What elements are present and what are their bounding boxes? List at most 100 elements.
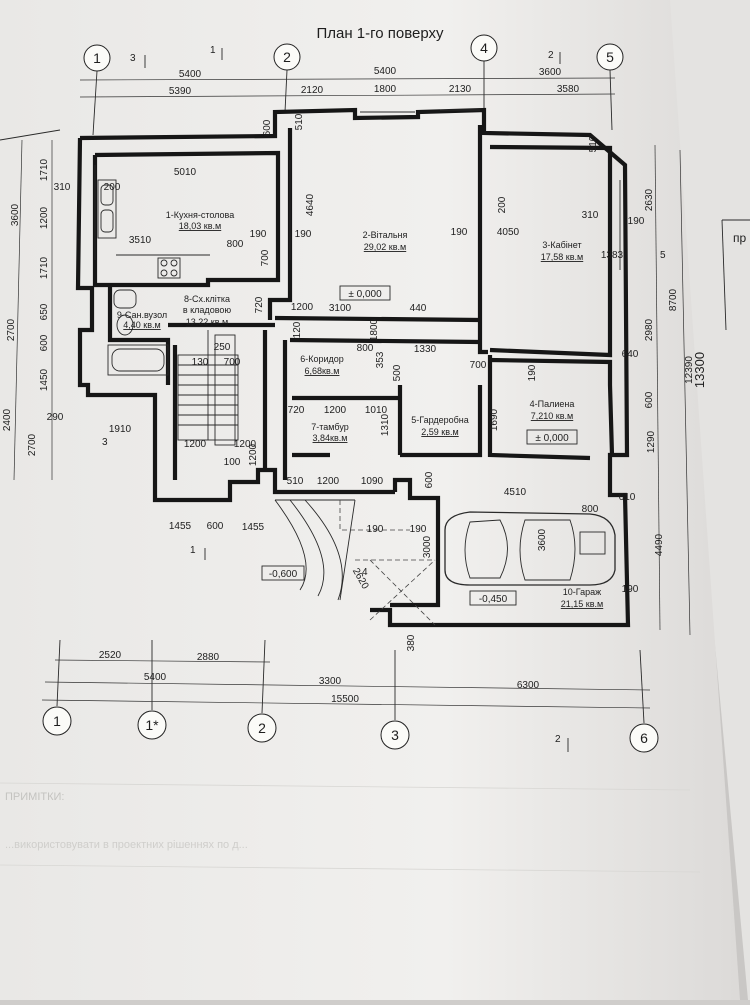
inner-dimension-label: 290 bbox=[47, 412, 64, 423]
notes-label: ПРИМІТКИ: bbox=[5, 791, 64, 803]
svg-text:4: 4 bbox=[362, 567, 368, 578]
svg-text:6,68кв.м: 6,68кв.м bbox=[305, 366, 340, 376]
notes-text: ...використовувати в проектних рішеннях … bbox=[5, 839, 248, 851]
axis-bottom-1star: 1* bbox=[137, 710, 167, 740]
inner-dimension-label: 720 bbox=[288, 405, 305, 416]
svg-text:5390: 5390 bbox=[169, 86, 192, 97]
inner-dimension-label: 250 bbox=[214, 342, 231, 353]
svg-text:2130: 2130 bbox=[449, 84, 472, 95]
section-marks: 3 1 2 5 3 1 4 2 bbox=[102, 45, 666, 752]
svg-text:3-Кабінет: 3-Кабінет bbox=[542, 240, 581, 250]
svg-text:2,59 кв.м: 2,59 кв.м bbox=[421, 427, 458, 437]
inner-dimension-label: 600 bbox=[262, 119, 273, 136]
interior-walls bbox=[92, 125, 615, 480]
inner-dimension-label: 1090 bbox=[361, 476, 384, 487]
inner-dimension-label: 353 bbox=[375, 351, 386, 368]
axis-top-2: 2 bbox=[273, 43, 301, 71]
inner-dimension-label: 5010 bbox=[174, 167, 197, 178]
room-stairwell: 8-Сх.клітка в кладовою 13,22 кв.м bbox=[183, 294, 232, 327]
frame-line bbox=[0, 129, 61, 141]
inner-dimension-label: 1200 bbox=[324, 405, 347, 416]
svg-text:7-тамбур: 7-тамбур bbox=[311, 422, 348, 432]
svg-text:1710: 1710 bbox=[39, 256, 50, 279]
inner-dimension-label: 1383 bbox=[601, 250, 624, 261]
inner-dimension-label: 100 bbox=[224, 457, 241, 468]
svg-text:1-Кухня-столова: 1-Кухня-столова bbox=[166, 210, 234, 220]
svg-text:3600: 3600 bbox=[10, 203, 21, 226]
inner-dimension-label: 190 bbox=[622, 584, 639, 595]
svg-text:5400: 5400 bbox=[144, 672, 167, 683]
axis-bottom-1: 1 bbox=[42, 706, 72, 736]
axis-bottom-6: 6 bbox=[629, 723, 659, 753]
inner-dimension-label: 700 bbox=[470, 360, 487, 371]
margin-text: пр bbox=[733, 231, 746, 245]
svg-text:2: 2 bbox=[555, 734, 561, 745]
svg-text:4,40 кв.м: 4,40 кв.м bbox=[123, 320, 160, 330]
inner-dimension-label: 190 bbox=[451, 227, 468, 238]
inner-dimension-label: 3000 bbox=[422, 535, 433, 558]
axis-bottom-3: 3 bbox=[380, 720, 410, 750]
window-marks bbox=[94, 109, 621, 270]
svg-text:2: 2 bbox=[548, 50, 554, 61]
svg-text:1800: 1800 bbox=[374, 84, 397, 95]
svg-text:18,03 кв.м: 18,03 кв.м bbox=[179, 221, 221, 231]
room-boiler: 4-Палиена 7,210 кв.м bbox=[530, 399, 575, 421]
svg-text:2520: 2520 bbox=[99, 650, 122, 661]
svg-text:-0,600: -0,600 bbox=[269, 569, 298, 580]
svg-text:8700: 8700 bbox=[668, 288, 679, 311]
inner-dimension-label: 1800 bbox=[369, 318, 380, 341]
svg-text:1: 1 bbox=[190, 545, 196, 556]
svg-text:29,02 кв.м: 29,02 кв.м bbox=[364, 242, 406, 252]
inner-dimension-label: 4510 bbox=[504, 487, 527, 498]
svg-text:2-Вітальня: 2-Вітальня bbox=[363, 230, 408, 240]
room-living: 2-Вітальня 29,02 кв.м bbox=[363, 230, 408, 252]
svg-text:1290: 1290 bbox=[646, 430, 657, 453]
inner-dimension-label: 190 bbox=[367, 524, 384, 535]
svg-text:3600: 3600 bbox=[539, 67, 562, 78]
svg-text:1200: 1200 bbox=[39, 206, 50, 229]
inner-dimension-label: 310 bbox=[582, 210, 599, 221]
room-garage: 10-Гараж 21,15 кв.м bbox=[561, 587, 603, 609]
inner-dimension-label: 380 bbox=[406, 634, 417, 651]
car-outline bbox=[444, 511, 616, 586]
room-bathroom: 9-Сан.вузол 4,40 кв.м bbox=[117, 310, 167, 330]
entry-steps bbox=[274, 499, 436, 626]
inner-dimension-label: 1330 bbox=[414, 344, 437, 355]
svg-text:6-Коридор: 6-Коридор bbox=[300, 354, 344, 364]
svg-text:650: 650 bbox=[39, 303, 50, 320]
svg-text:1*: 1* bbox=[145, 717, 159, 733]
axis-top-4: 4 bbox=[470, 34, 498, 62]
svg-text:1: 1 bbox=[53, 713, 61, 729]
svg-text:2880: 2880 bbox=[197, 652, 220, 663]
inner-dimension-label: 640 bbox=[622, 349, 639, 360]
inner-dimension-label: 800 bbox=[227, 239, 244, 250]
svg-text:12390: 12390 bbox=[684, 356, 695, 384]
svg-text:4490: 4490 bbox=[654, 533, 665, 556]
svg-text:3: 3 bbox=[391, 727, 399, 743]
inner-dimension-label: 4640 bbox=[305, 193, 316, 216]
inner-dimension-label: 3100 bbox=[329, 303, 352, 314]
room-study: 3-Кабінет 17,58 кв.м bbox=[541, 240, 583, 262]
svg-text:-0,450: -0,450 bbox=[479, 594, 508, 605]
inner-dimension-label: 600 bbox=[207, 521, 224, 532]
svg-text:21,15 кв.м: 21,15 кв.м bbox=[561, 599, 603, 609]
inner-dimension-label: 200 bbox=[104, 182, 121, 193]
svg-text:1450: 1450 bbox=[39, 368, 50, 391]
svg-text:6300: 6300 bbox=[517, 680, 540, 691]
inner-dimension-label: 1455 bbox=[242, 522, 265, 533]
inner-dimension-label: 440 bbox=[410, 303, 427, 314]
dimension-chain-right: 2630 2980 600 1290 4490 8700 12390 13300 bbox=[644, 144, 707, 636]
inner-dimension-label: 190 bbox=[410, 524, 427, 535]
staircase bbox=[177, 330, 239, 446]
inner-dimension-label: 720 bbox=[254, 296, 265, 313]
svg-text:± 0,000: ± 0,000 bbox=[348, 289, 382, 300]
svg-text:3580: 3580 bbox=[557, 84, 580, 95]
inner-dimension-label: 190 bbox=[527, 364, 538, 381]
svg-text:5400: 5400 bbox=[374, 66, 397, 77]
inner-dimension-label: 800 bbox=[582, 504, 599, 515]
inner-dimension-label: 4050 bbox=[497, 227, 520, 238]
inner-dimension-label: 190 bbox=[628, 216, 645, 227]
